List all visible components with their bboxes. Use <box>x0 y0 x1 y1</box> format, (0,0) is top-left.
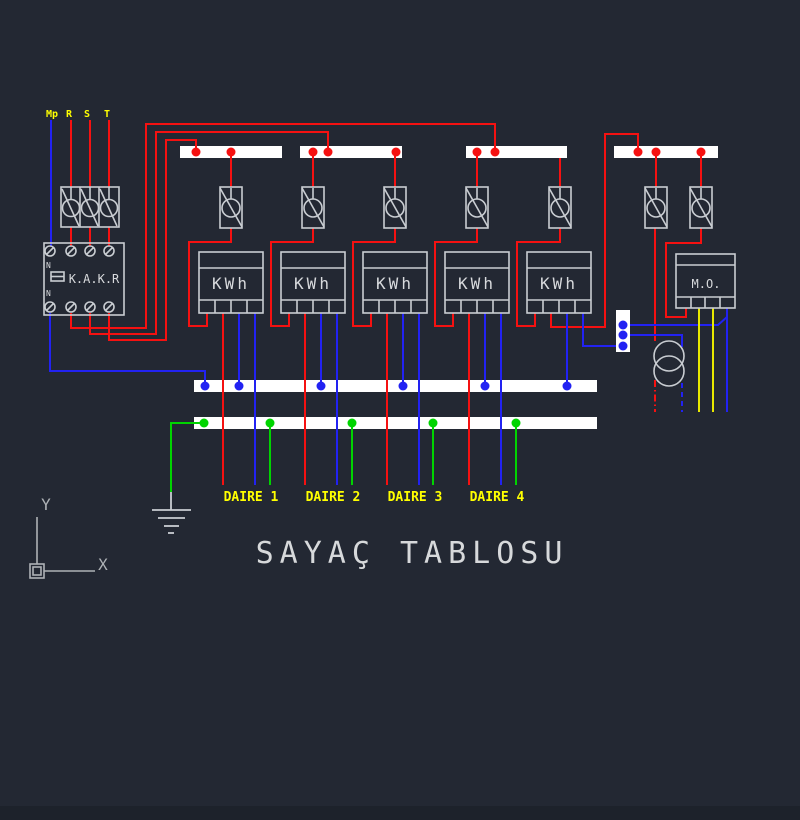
phase-label-r: R <box>66 109 73 120</box>
ground-electrode-icon <box>152 492 191 534</box>
earth-wires <box>170 422 517 492</box>
bottom-strip <box>0 806 800 820</box>
apartment-labels: DAIRE 1 DAIRE 2 DAIRE 3 DAIRE 4 <box>224 490 525 505</box>
supply-labels: Mp R S T <box>46 109 110 120</box>
apartment-label-4: DAIRE 4 <box>470 490 525 505</box>
main-breaker-3pole <box>60 186 120 228</box>
kwh-meter-1: KWh <box>198 251 264 314</box>
ucs-x-label: X <box>98 555 108 574</box>
apartment-label-1: DAIRE 1 <box>224 490 279 505</box>
kwh-meter-2: KWh <box>280 251 346 314</box>
rcd-label: K.A.K.R <box>69 272 120 286</box>
terminal-block-dots <box>618 320 628 351</box>
kwh-meter-5-label: KWh <box>540 274 578 293</box>
rcd-test-button-icon <box>50 271 65 282</box>
neutral-busbar <box>194 380 597 392</box>
earth-busbar-dots <box>199 418 521 428</box>
busbar-phase-3 <box>466 146 567 158</box>
earth-busbar <box>194 417 597 429</box>
ucs-icon: Y X <box>29 495 108 579</box>
kwh-meter-2-label: KWh <box>294 274 332 293</box>
kwh-meter-4: KWh <box>444 251 510 314</box>
staircase-timer-label: M.O. <box>692 277 721 291</box>
phase-busbar-dots <box>191 147 706 157</box>
rcd-n-bottom-label: N <box>46 289 51 298</box>
staircase-timer-relay: M.O. <box>675 253 736 309</box>
ucs-y-label: Y <box>41 495 51 514</box>
kwh-meter-5: KWh <box>526 251 592 314</box>
staircase-lamp-wires <box>698 308 714 412</box>
rcd-kakr: N N K.A.K.R <box>43 242 125 316</box>
kwh-meters: KWh KWh KWh KWh KWh <box>198 251 592 314</box>
kwh-meter-1-label: KWh <box>212 274 250 293</box>
rcd-n-top-label: N <box>46 261 51 270</box>
drawing-title: SAYAÇ TABLOSU <box>256 536 569 571</box>
kwh-meter-3: KWh <box>362 251 428 314</box>
phase-label-mp: Mp <box>46 109 58 120</box>
phase-label-t: T <box>104 109 110 120</box>
bell-transformer-icon <box>653 340 685 387</box>
kwh-meter-3-label: KWh <box>376 274 414 293</box>
kwh-meter-4-label: KWh <box>458 274 496 293</box>
neutral-busbar-dots <box>200 381 572 391</box>
apartment-label-2: DAIRE 2 <box>306 490 361 505</box>
phase-wires <box>70 120 702 485</box>
apartment-label-3: DAIRE 3 <box>388 490 443 505</box>
phase-label-s: S <box>84 109 90 120</box>
neutral-wires <box>49 120 728 485</box>
branch-breakers <box>219 186 713 229</box>
